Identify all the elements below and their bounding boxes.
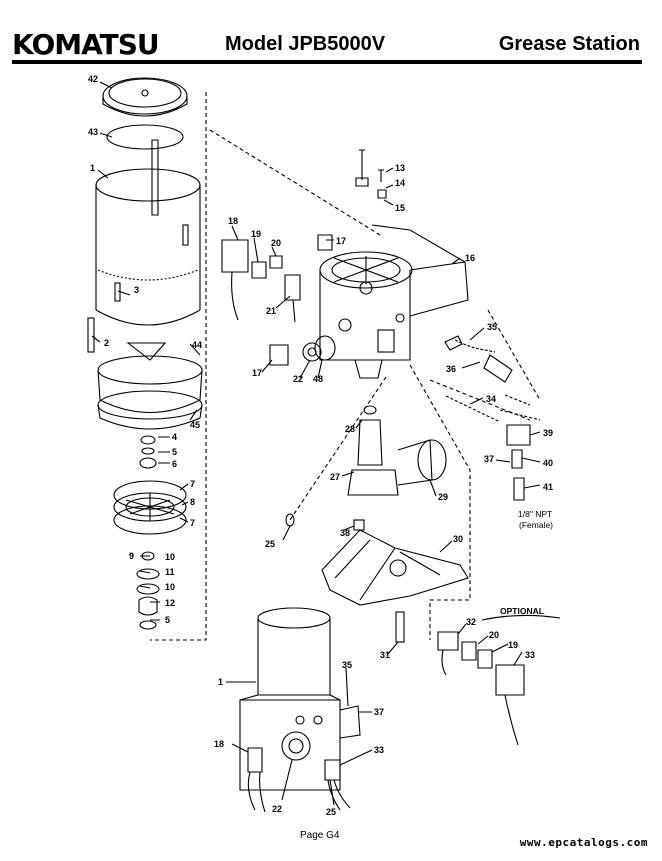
callout-37: 37 [484,454,494,464]
npt-type-note: (Female) [519,520,553,530]
callout-5b: 5 [165,615,170,625]
callout-18: 18 [228,216,238,226]
callout-22b: 22 [272,804,282,814]
callout-25b: 25 [326,807,336,817]
callout-35b: 35 [342,660,352,670]
callout-4: 4 [172,432,177,442]
page-number: Page G4 [300,830,340,841]
stirring-paddle-drawing [113,480,187,535]
callout-31: 31 [380,650,390,660]
callout-3: 3 [134,285,139,295]
follower-rod-drawing [151,139,159,216]
follower-plate-drawing [126,342,167,361]
callout-44: 44 [192,340,202,350]
reservoir-drawing [95,168,201,326]
reservoir-cover-drawing [102,77,188,117]
callout-8: 8 [190,497,195,507]
callout-2: 2 [104,338,109,348]
fill-rod-drawing [87,317,95,353]
callout-20: 20 [271,238,281,248]
komatsu-logo: KOMATSU [12,28,160,61]
callout-6: 6 [172,459,177,469]
callout-40: 40 [543,458,553,468]
reservoir-base-drawing [97,355,203,430]
callout-28: 28 [345,424,355,434]
callout-15: 15 [395,203,405,213]
callout-19: 19 [251,229,261,239]
callout-36: 36 [446,364,456,374]
model-title: Model JPB5000V [225,33,386,55]
callout-43: 43 [88,127,98,137]
callout-20b: 20 [489,630,499,640]
callout-21: 21 [266,306,276,316]
assembled-unit-drawing [239,607,361,813]
callout-45: 45 [190,420,200,430]
callout-37b: 37 [374,707,384,717]
callout-5: 5 [172,447,177,457]
callout-39: 39 [543,428,553,438]
callout-33b: 33 [374,745,384,755]
callout-34: 34 [486,394,496,404]
callout-1b: 1 [218,677,223,687]
optional-label: OPTIONAL [500,606,544,616]
callout-25: 25 [265,539,275,549]
motor-drawing [397,439,447,486]
callout-11: 11 [165,567,175,577]
callout-17b: 17 [252,368,262,378]
callout-7b: 7 [190,518,195,528]
callout-41: 41 [543,482,553,492]
callout-29: 29 [438,492,448,502]
callout-30: 30 [453,534,463,544]
callout-22: 22 [293,374,303,384]
callout-12: 12 [165,598,175,608]
callout-13: 13 [395,163,405,173]
callout-7: 7 [190,479,195,489]
callout-1: 1 [90,163,95,173]
pump-body-drawing [319,224,469,379]
callout-42: 42 [88,74,98,84]
callout-numbers: 42 43 1 3 2 44 45 4 5 6 7 8 7 9 10 11 10… [88,74,553,817]
callout-48: 48 [313,374,323,384]
callout-27: 27 [330,472,340,482]
callout-38: 38 [340,528,350,538]
website-watermark: www.epcatalogs.com [519,836,648,849]
callout-18b: 18 [214,739,224,749]
callout-19b: 19 [508,640,518,650]
section-title: Grease Station [498,33,640,55]
header-rule [12,60,642,64]
callout-35: 35 [487,322,497,332]
base-plate-drawing [321,529,469,606]
callout-9: 9 [129,551,134,561]
callout-33: 33 [525,650,535,660]
callout-32: 32 [466,617,476,627]
callout-16: 16 [465,253,475,263]
callout-17: 17 [336,236,346,246]
npt-size-note: 1/8" NPT [518,509,552,519]
callout-10b: 10 [165,582,175,592]
gasket-drawing [106,124,184,150]
callout-14: 14 [395,178,405,188]
callout-10: 10 [165,552,175,562]
